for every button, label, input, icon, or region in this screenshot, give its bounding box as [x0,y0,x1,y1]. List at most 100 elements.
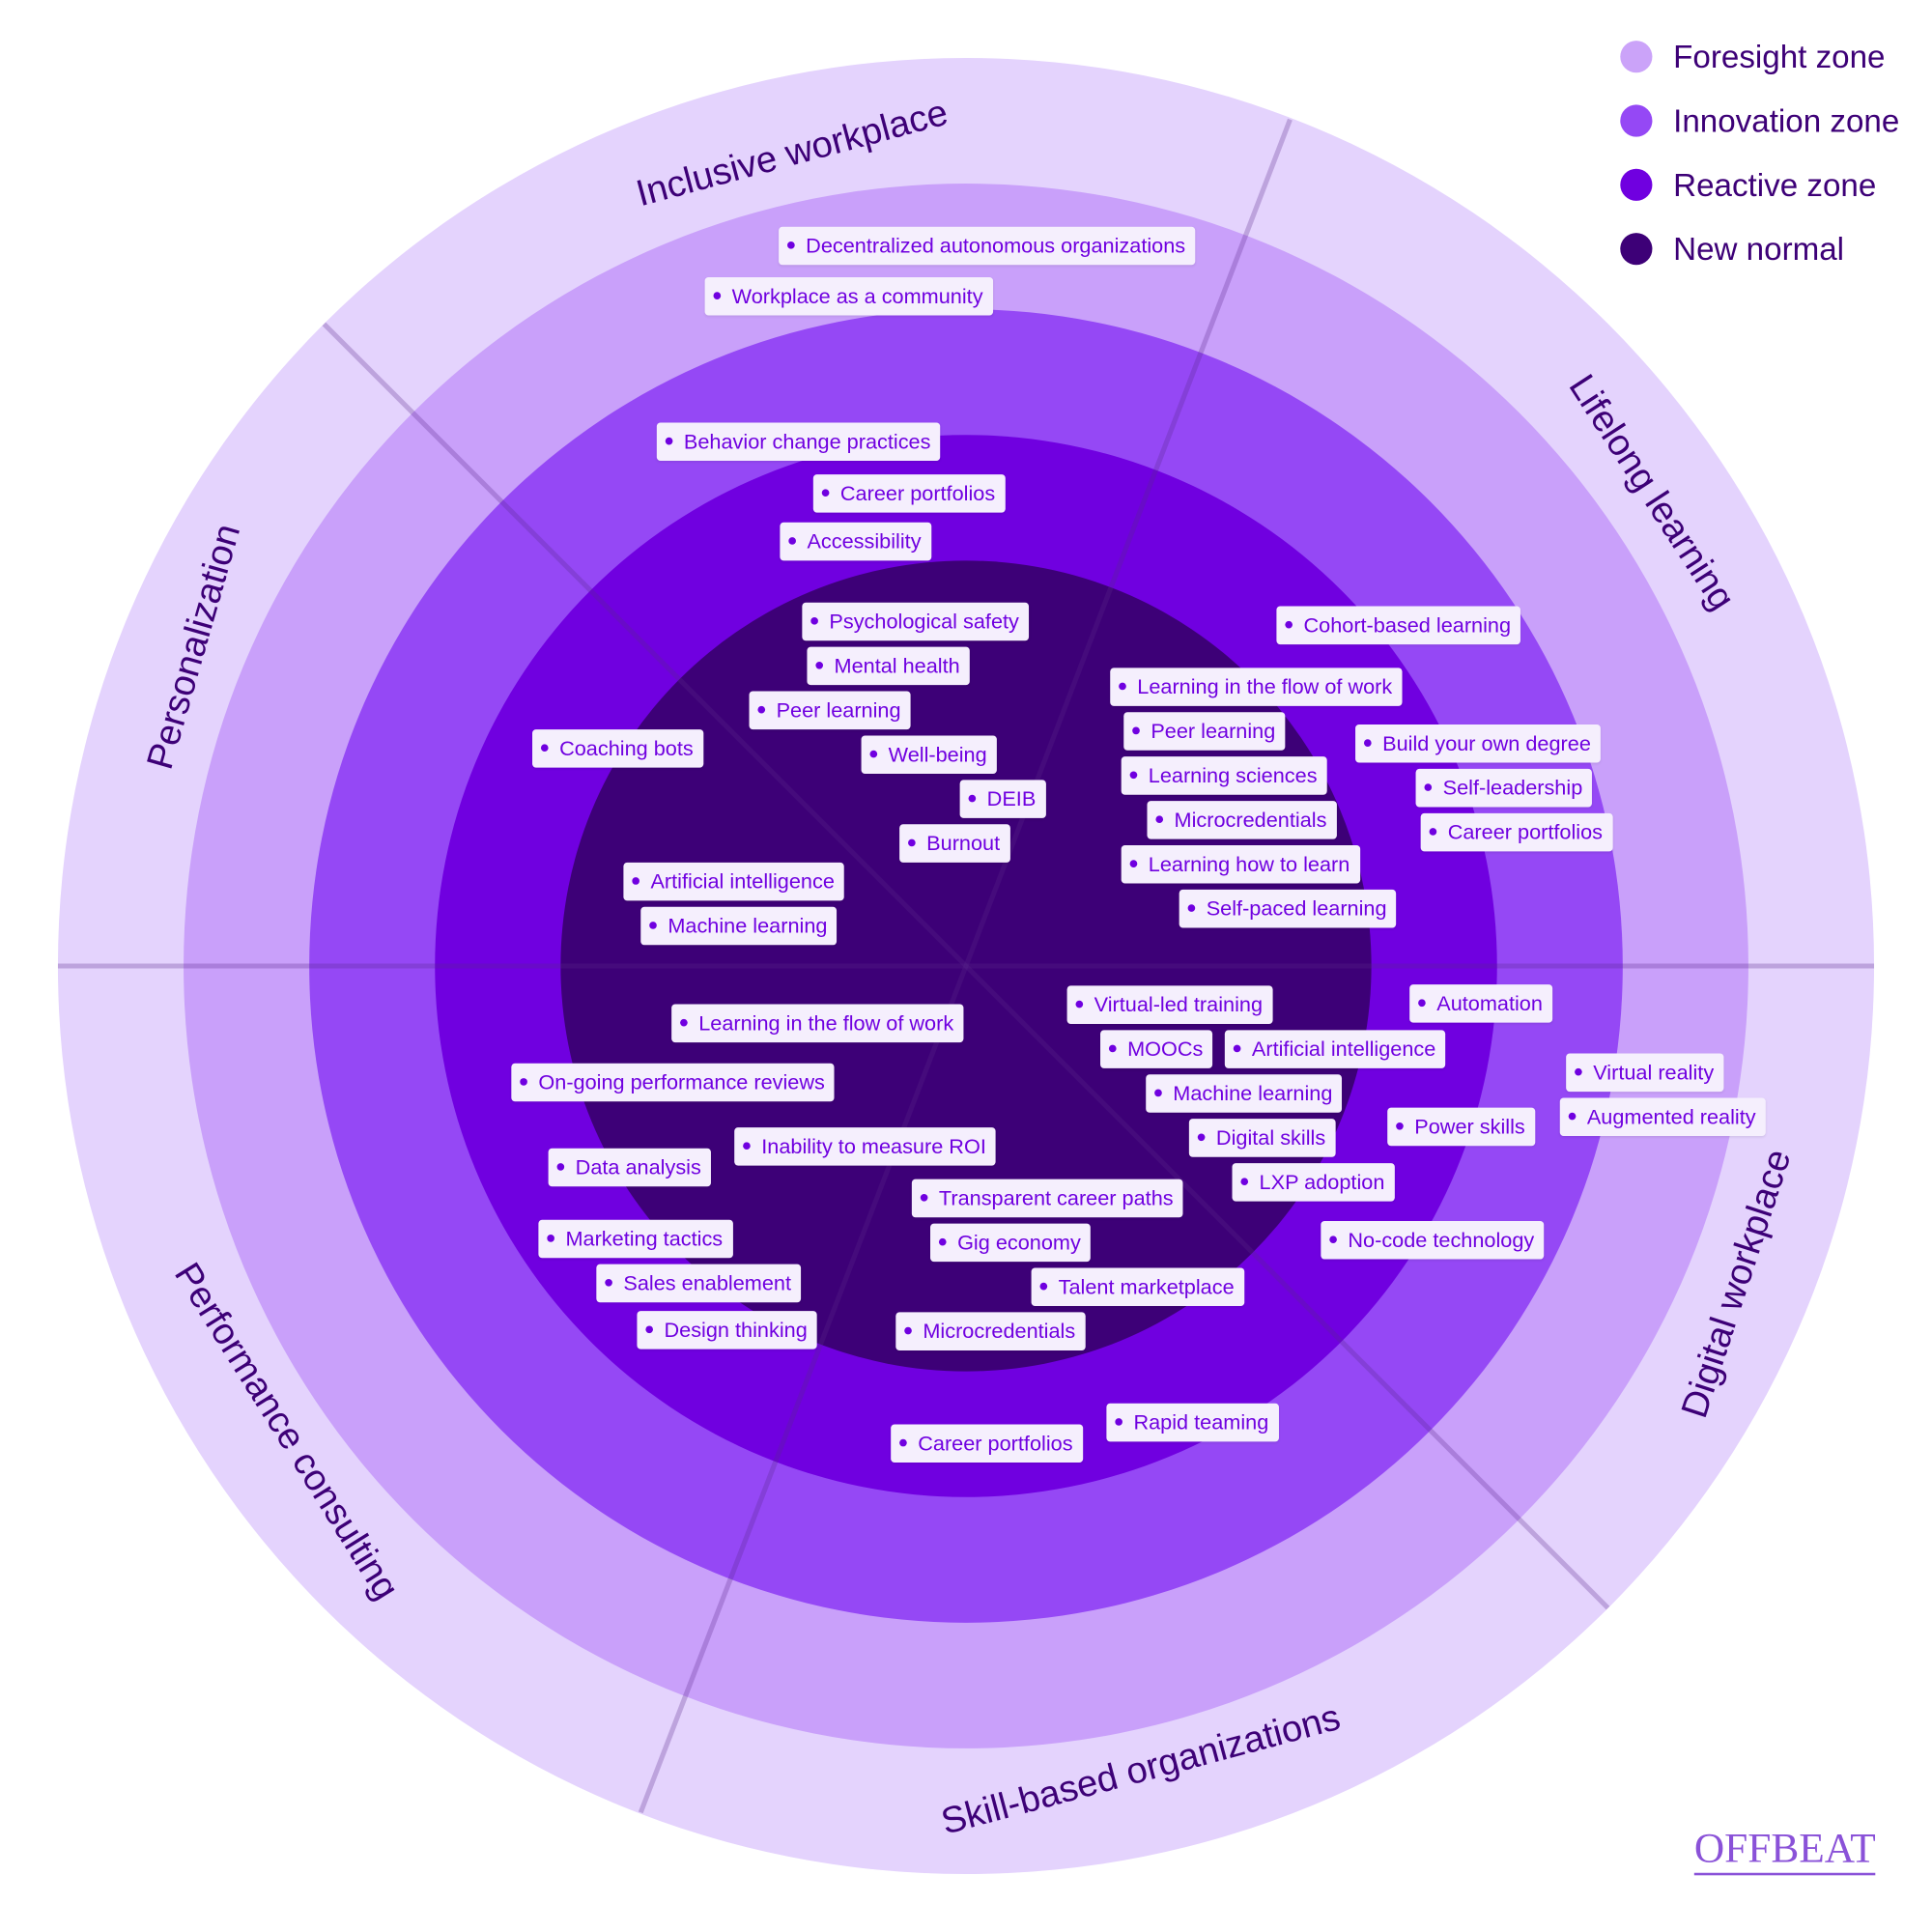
radar-item-label: Marketing tactics [565,1227,724,1251]
radar-item: DEIB [959,780,1046,818]
radar-item-label: Sales enablement [623,1271,791,1295]
bullet-icon [1240,1177,1249,1185]
radar-item: Rapid teaming [1106,1403,1279,1442]
bullet-icon [1197,1132,1206,1141]
radar-item-label: Learning in the flow of work [698,1011,954,1036]
bullet-icon [1132,725,1140,734]
bullet-icon [920,1193,928,1201]
radar-item: Well-being [861,735,997,775]
radar-item: Cohort-based learning [1276,606,1521,645]
bullet-icon [815,661,824,668]
radar-item: Sales enablement [596,1264,802,1303]
radar-item-label: Power skills [1414,1115,1525,1139]
bullet-icon [1285,620,1293,628]
radar-item: Build your own degree [1355,724,1602,763]
radar-item: Peer learning [1123,712,1286,751]
bullet-icon [899,1438,907,1446]
radar-item-label: Artificial intelligence [1251,1037,1436,1062]
radar-item-label: Transparent career paths [938,1186,1174,1210]
radar-item: Career portfolios [891,1424,1083,1463]
legend-label: Foresight zone [1673,37,1886,75]
radar-item: Accessibility [780,522,931,561]
radar-item-label: Learning sciences [1148,763,1318,788]
radar-item: Learning sciences [1121,756,1327,795]
radar-item-label: Machine learning [1173,1081,1333,1106]
legend-dot [1620,168,1653,201]
bullet-icon [665,437,673,444]
radar-item-label: Coaching bots [559,736,694,760]
radar-item: Learning in the flow of work [1110,668,1403,706]
offbeat-logo: OFFBEAT [1693,1828,1876,1876]
bullet-icon [1233,1044,1241,1052]
radar-item: Power skills [1387,1107,1535,1147]
radar-item-label: Peer learning [1151,719,1276,744]
bullet-icon [810,616,818,625]
radar-item: Workplace as a community [704,276,993,316]
radar-item: Behavior change practices [656,422,941,462]
radar-item-label: Burnout [926,831,1001,856]
radar-item-label: On-going performance reviews [538,1070,825,1094]
radar-item: Microcredentials [895,1312,1086,1350]
radar-item: Coaching bots [532,729,703,768]
radar-item: Marketing tactics [538,1219,733,1259]
bullet-icon [680,1018,688,1026]
sector-divider [322,322,968,968]
radar-item-label: LXP adoption [1259,1170,1385,1194]
radar-item: Career portfolios [812,474,1006,513]
bullet-icon [1129,859,1138,867]
radar-item-label: Artificial intelligence [650,869,835,894]
radar-item: Digital skills [1188,1119,1336,1157]
radar-item-label: Career portfolios [1447,820,1604,844]
radar-item-label: Cohort-based learning [1303,613,1512,638]
radar-item: Talent marketplace [1031,1267,1244,1307]
radar-item-label: Digital skills [1215,1125,1326,1151]
radar-item-label: Talent marketplace [1058,1275,1235,1299]
bullet-icon [1108,1044,1117,1052]
bullet-icon [520,1077,527,1086]
radar-item-label: Microcredentials [923,1320,1076,1344]
radar-item: Decentralized autonomous organizations [779,226,1196,266]
legend-item-foresight: Foresight zone [1620,25,1899,89]
bullet-icon [743,1141,751,1150]
radar-item: Augmented reality [1559,1097,1766,1137]
radar-item-label: Machine learning [668,914,828,938]
bullet-icon [1039,1282,1048,1290]
radar-item-label: Behavior change practices [683,430,931,454]
radar-item-label: Learning how to learn [1148,852,1350,876]
radar-item-label: Career portfolios [839,481,996,505]
radar-item: Career portfolios [1420,812,1613,852]
sector-divider [963,118,1293,967]
radar-item: On-going performance reviews [511,1063,836,1102]
legend-dot [1620,233,1653,266]
radar-item: Virtual-led training [1066,985,1273,1024]
radar-item-label: Well-being [888,743,987,767]
radar-item: LXP adoption [1232,1163,1395,1202]
radar-item-label: DEIB [986,787,1037,811]
bullet-icon [540,743,549,752]
radar-item-label: Virtual reality [1593,1061,1715,1085]
bullet-icon [938,1237,947,1245]
bullet-icon [1119,682,1126,690]
radar-item: Mental health [807,646,970,686]
bullet-icon [968,794,977,802]
radar-item: Transparent career paths [911,1179,1183,1218]
bullet-icon [713,291,722,299]
bullet-icon [645,1324,654,1333]
radar-item-label: Augmented reality [1586,1105,1756,1129]
radar-item: MOOCs [1100,1030,1213,1068]
radar-item-label: Psychological safety [829,610,1019,634]
radar-item: Peer learning [749,691,911,730]
bullet-icon [1115,1417,1122,1426]
radar-item-label: Build your own degree [1382,731,1591,755]
radar-item: Microcredentials [1147,801,1337,839]
bullet-icon [908,838,916,846]
bullet-icon [869,750,878,757]
bullet-icon [547,1234,554,1242]
radar-item: Burnout [899,824,1010,863]
bullet-icon [1429,827,1437,836]
radar-item: Machine learning [1146,1074,1343,1113]
radar-item: Inability to measure ROI [734,1127,997,1166]
radar-item-label: Career portfolios [918,1432,1073,1456]
radar-item-label: Rapid teaming [1133,1410,1269,1435]
bullet-icon [605,1278,612,1287]
